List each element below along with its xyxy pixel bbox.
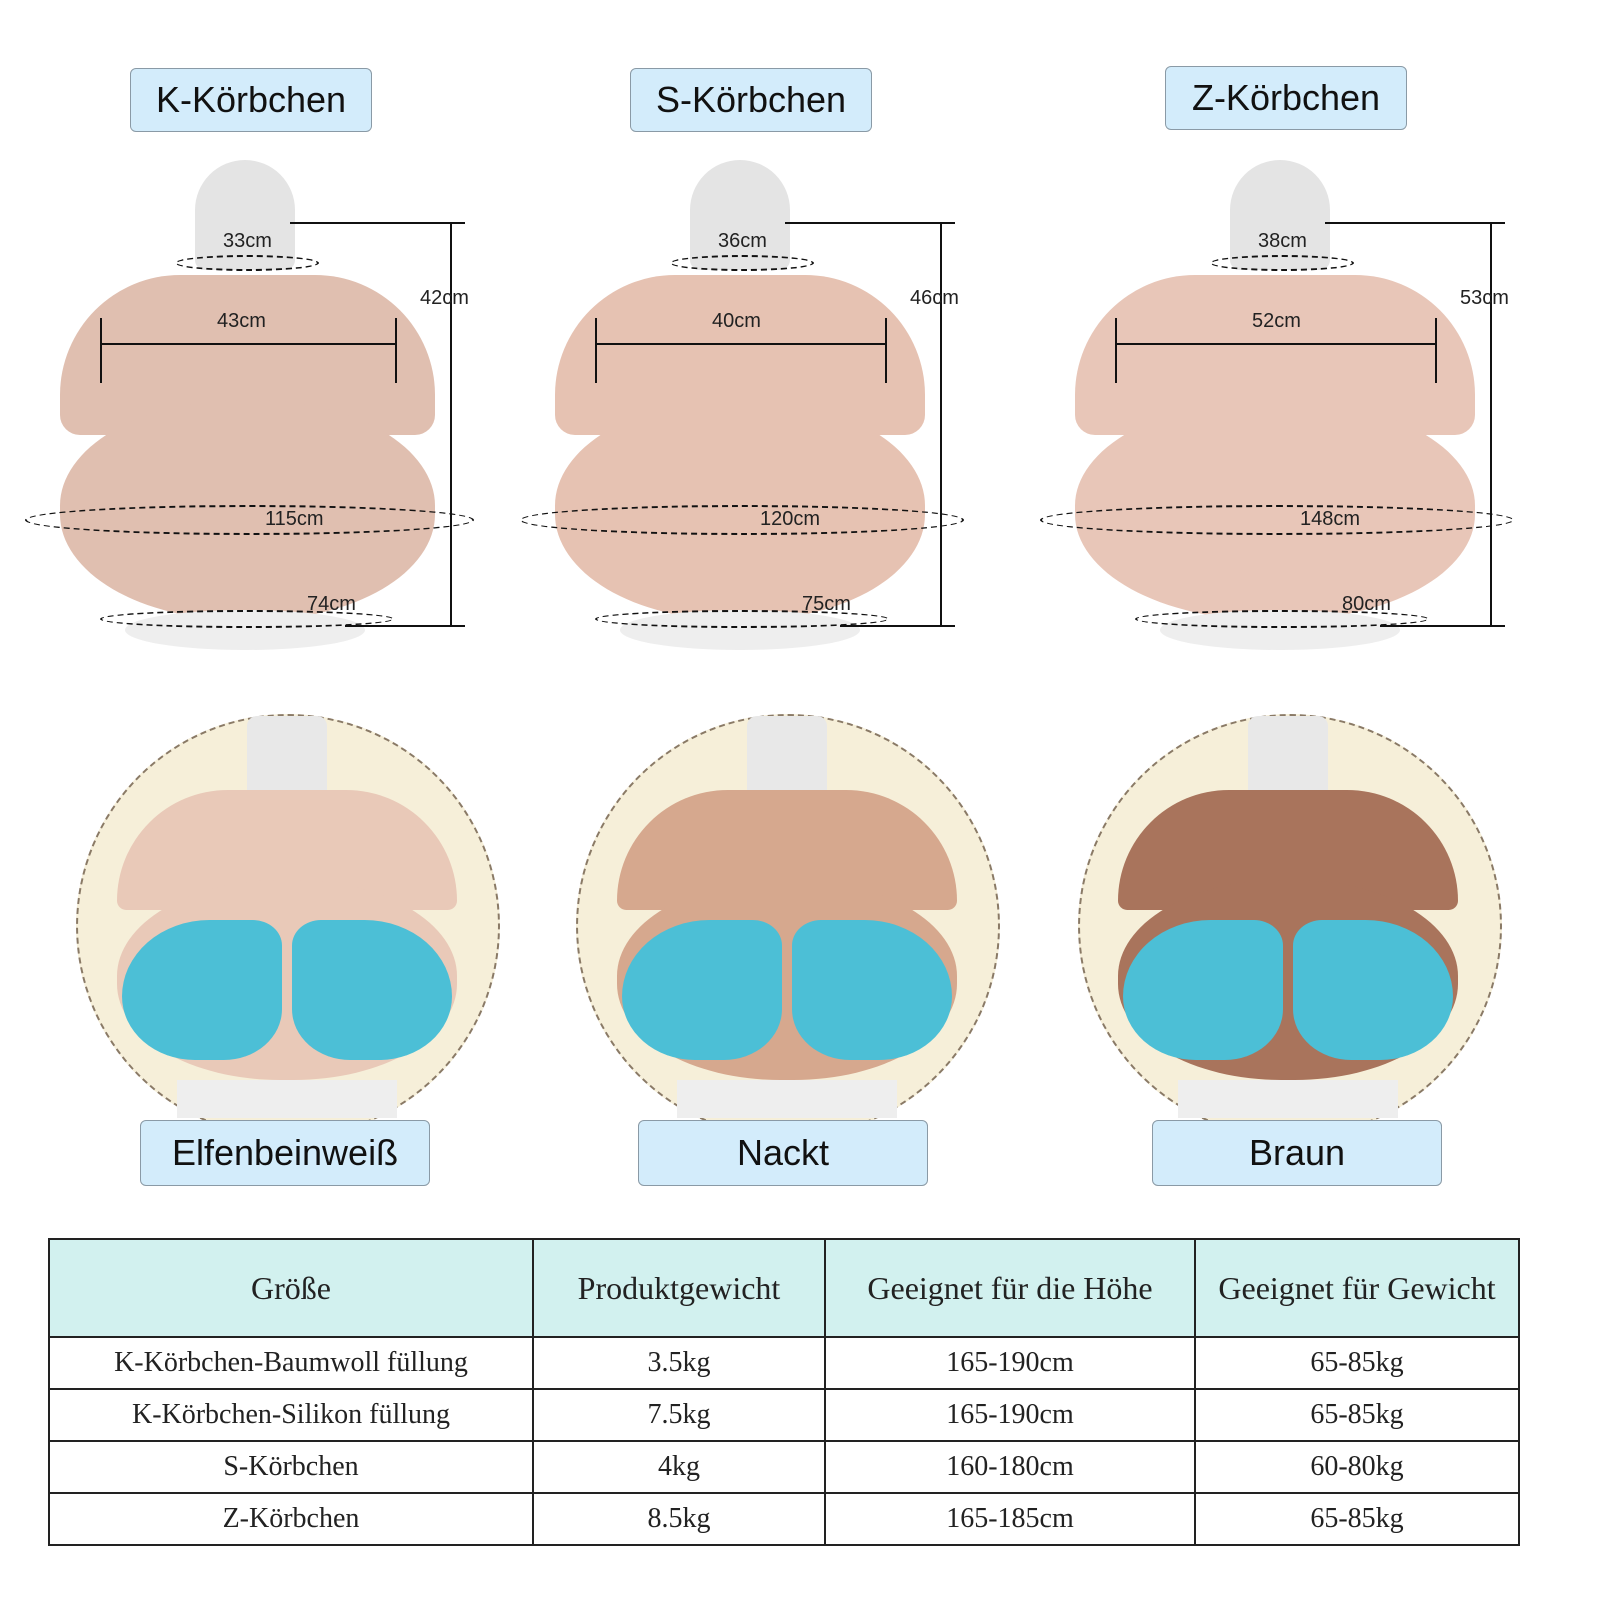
table-cell: 3.5kg — [532, 1336, 826, 1390]
base — [1178, 1080, 1398, 1118]
bust-line — [1040, 505, 1514, 535]
header-body-weight: Geeignet für Gewicht — [1194, 1238, 1520, 1338]
tick — [785, 222, 955, 224]
tick — [100, 318, 102, 383]
header-height: Geeignet für die Höhe — [824, 1238, 1196, 1338]
table-cell: 8.5kg — [532, 1492, 826, 1546]
base-line — [100, 610, 394, 628]
bust-line — [25, 505, 474, 535]
table-cell: K-Körbchen-Silikon füllung — [48, 1388, 534, 1442]
neck-measure: 33cm — [223, 230, 272, 252]
bikini-top — [292, 920, 452, 1060]
size-label-k: K-Körbchen — [130, 68, 372, 132]
base-measure: 74cm — [307, 593, 356, 615]
tick — [290, 222, 465, 224]
bust-measure: 120cm — [760, 508, 821, 530]
base-line — [595, 610, 889, 628]
height-arrow — [1490, 222, 1492, 625]
shoulder-arrow — [595, 343, 885, 345]
color-label-ivory: Elfenbeinweiß — [140, 1120, 430, 1186]
shoulder-arrow — [1115, 343, 1435, 345]
header-size: Größe — [48, 1238, 534, 1338]
shoulder-measure: 43cm — [217, 310, 266, 332]
tick — [1325, 222, 1505, 224]
base-line — [1135, 610, 1429, 628]
height-arrow — [450, 222, 452, 625]
table-cell: 65-85kg — [1194, 1336, 1520, 1390]
bikini-top — [1293, 920, 1453, 1060]
shoulder-measure: 52cm — [1252, 310, 1301, 332]
bikini-top — [1123, 920, 1283, 1060]
tick — [595, 318, 597, 383]
table-cell: 160-180cm — [824, 1440, 1196, 1494]
tick — [885, 318, 887, 383]
neck-line — [670, 255, 814, 271]
table-cell: 60-80kg — [1194, 1440, 1520, 1494]
bikini-top — [792, 920, 952, 1060]
height-measure: 53cm — [1460, 287, 1509, 309]
shoulder-arrow — [100, 343, 395, 345]
bust-measure: 115cm — [265, 508, 324, 530]
color-label-brown: Braun — [1152, 1120, 1442, 1186]
tick — [840, 625, 955, 627]
table-cell: K-Körbchen-Baumwoll füllung — [48, 1336, 534, 1390]
size-table: Größe Produktgewicht Geeignet für die Hö… — [48, 1238, 1520, 1546]
product-figure — [690, 160, 790, 270]
bust-measure: 148cm — [1300, 508, 1361, 530]
tick — [1115, 318, 1117, 383]
table-cell: Z-Körbchen — [48, 1492, 534, 1546]
bust-line — [520, 505, 964, 535]
product-figure — [1230, 160, 1330, 270]
header-weight: Produktgewicht — [532, 1238, 826, 1338]
table-cell: 65-85kg — [1194, 1492, 1520, 1546]
size-label-z: Z-Körbchen — [1165, 66, 1407, 130]
tick — [1435, 318, 1437, 383]
base — [177, 1080, 397, 1118]
table-cell: 7.5kg — [532, 1388, 826, 1442]
tick — [1380, 625, 1505, 627]
table-cell: 165-185cm — [824, 1492, 1196, 1546]
base — [677, 1080, 897, 1118]
base-measure: 75cm — [802, 593, 851, 615]
base-measure: 80cm — [1342, 593, 1391, 615]
bikini-top — [622, 920, 782, 1060]
table-header-row: Größe Produktgewicht Geeignet für die Hö… — [48, 1238, 1520, 1338]
product-figure — [195, 160, 295, 270]
height-measure: 46cm — [910, 287, 959, 309]
neck-measure: 38cm — [1258, 230, 1307, 252]
table-cell: 165-190cm — [824, 1388, 1196, 1442]
height-measure: 42cm — [420, 287, 469, 309]
size-label-s: S-Körbchen — [630, 68, 872, 132]
height-arrow — [940, 222, 942, 625]
table-cell: S-Körbchen — [48, 1440, 534, 1494]
tick — [345, 625, 465, 627]
color-label-nude: Nackt — [638, 1120, 928, 1186]
table-cell: 165-190cm — [824, 1336, 1196, 1390]
table-cell: 65-85kg — [1194, 1388, 1520, 1442]
tick — [395, 318, 397, 383]
neck-line — [175, 255, 319, 271]
neck-line — [1210, 255, 1354, 271]
bikini-top — [122, 920, 282, 1060]
neck-measure: 36cm — [718, 230, 767, 252]
shoulder-measure: 40cm — [712, 310, 761, 332]
table-cell: 4kg — [532, 1440, 826, 1494]
